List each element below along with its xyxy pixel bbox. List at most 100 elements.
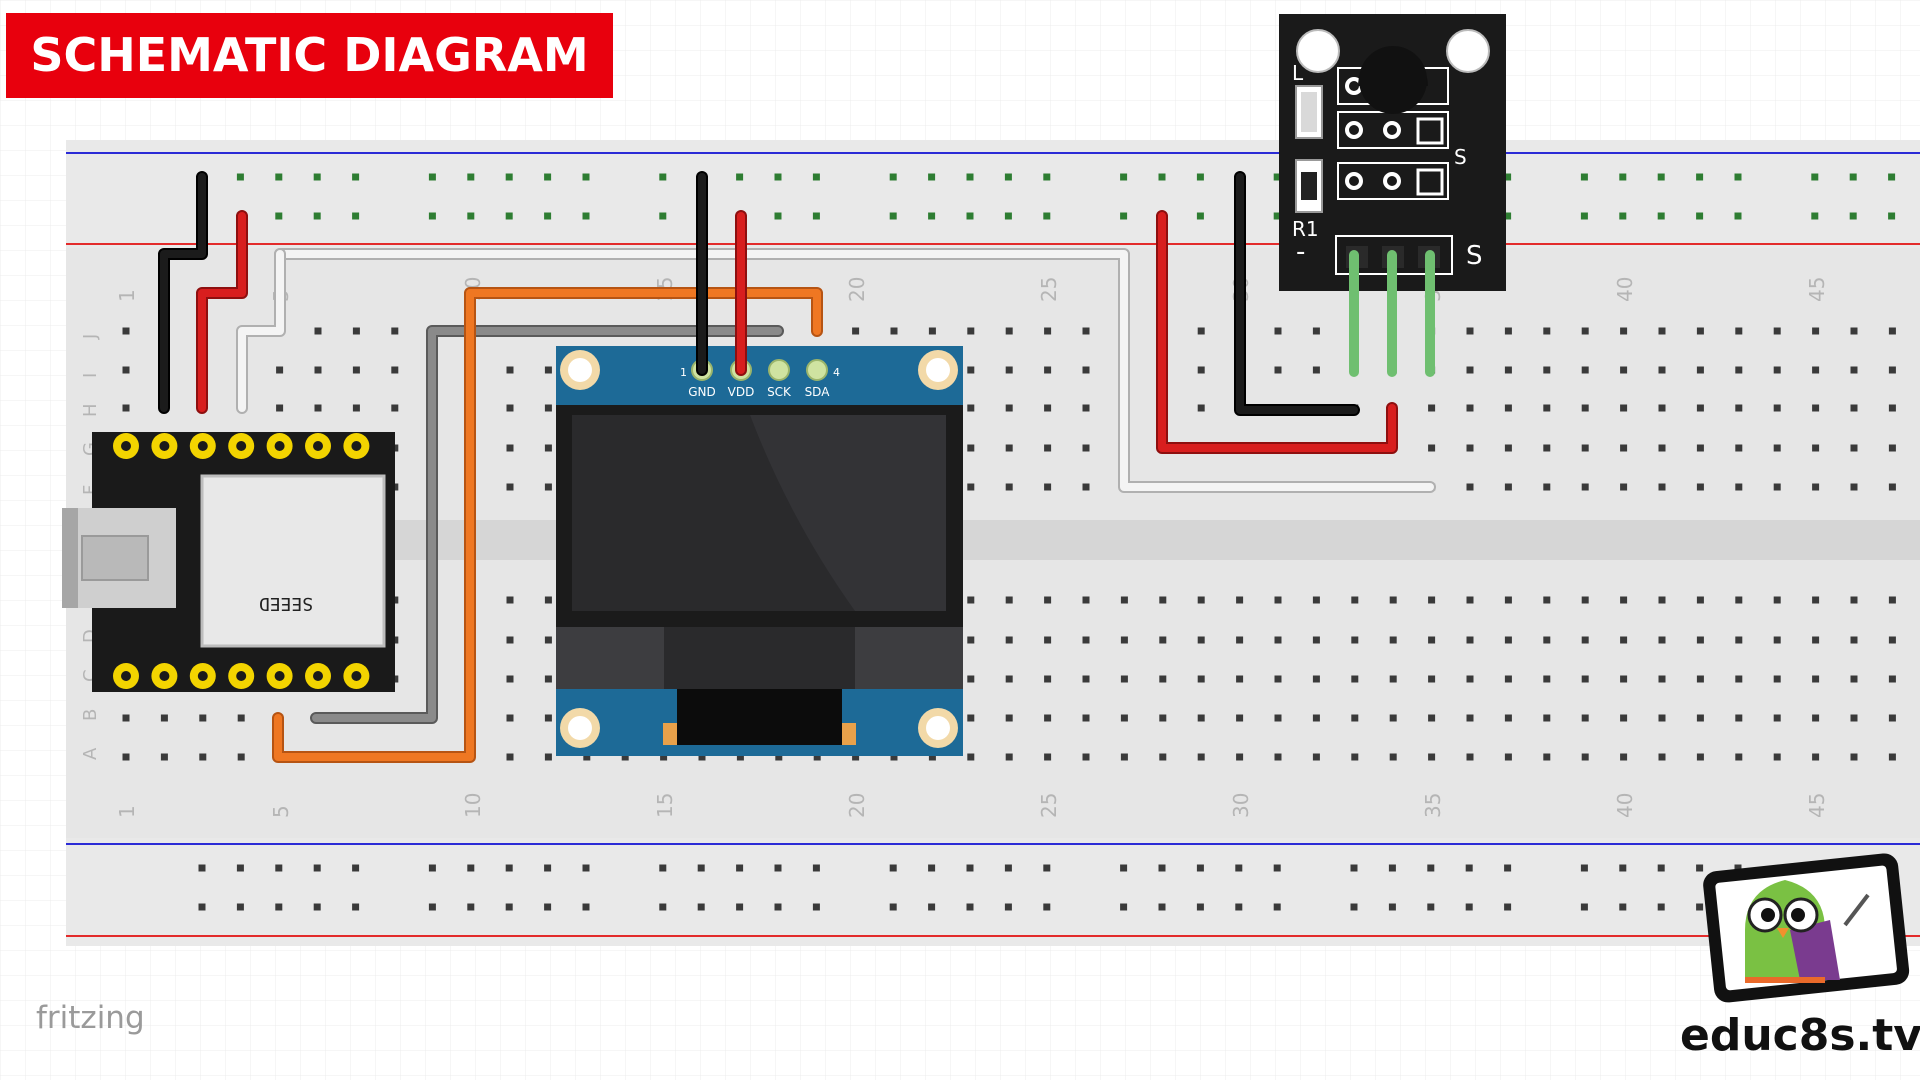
breadboard-hole <box>1812 675 1820 683</box>
breadboard-hole <box>1581 327 1589 335</box>
breadboard-hole <box>1082 366 1090 374</box>
rail-hole <box>313 212 321 220</box>
breadboard-hole <box>736 753 744 761</box>
wire-orange <box>274 289 821 761</box>
rail-hole <box>774 173 782 181</box>
rail-hole <box>1388 864 1396 872</box>
breadboard-hole <box>352 366 360 374</box>
breadboard-hole <box>1735 366 1743 374</box>
breadboard-hole <box>1543 753 1551 761</box>
breadboard-hole <box>1543 366 1551 374</box>
rail-hole <box>1811 173 1819 181</box>
rail-hole <box>889 864 897 872</box>
breadboard-hole <box>1312 714 1320 722</box>
breadboard-hole <box>852 327 860 335</box>
breadboard-hole <box>1696 714 1704 722</box>
rail-hole <box>1504 173 1512 181</box>
rail-hole <box>275 864 283 872</box>
rail-hole <box>236 173 244 181</box>
breadboard-hole <box>1428 444 1436 452</box>
breadboard-hole <box>1812 404 1820 412</box>
breadboard-hole <box>1005 714 1013 722</box>
breadboard-hole <box>1581 366 1589 374</box>
breadboard-hole <box>1773 483 1781 491</box>
breadboard-hole <box>1428 753 1436 761</box>
breadboard-hole <box>1312 327 1320 335</box>
rail-hole <box>1504 212 1512 220</box>
breadboard-hole <box>1082 636 1090 644</box>
rail-hole <box>544 212 552 220</box>
oled-flex-contact <box>663 723 677 745</box>
breadboard-hole <box>1005 675 1013 683</box>
breadboard-hole <box>698 753 706 761</box>
breadboard-hole <box>314 404 322 412</box>
sensor-label-s: S <box>1466 241 1483 271</box>
breadboard-hole <box>506 753 514 761</box>
breadboard-hole <box>813 753 821 761</box>
breadboard-hole <box>1044 404 1052 412</box>
rail-hole <box>582 173 590 181</box>
breadboard-hole <box>1236 596 1244 604</box>
column-label: 45 <box>1805 793 1829 818</box>
breadboard-hole <box>1812 753 1820 761</box>
rail-hole <box>1580 173 1588 181</box>
row-label: H <box>80 403 101 417</box>
rail-hole <box>1196 212 1204 220</box>
breadboard-hole <box>1581 444 1589 452</box>
mcu-pin-hole <box>313 441 323 451</box>
breadboard-hole <box>1351 636 1359 644</box>
rail-hole <box>313 864 321 872</box>
rail-hole <box>1273 212 1281 220</box>
breadboard-hole <box>1773 404 1781 412</box>
breadboard-hole <box>1312 636 1320 644</box>
column-label: 5 <box>269 805 293 818</box>
breadboard-hole <box>544 675 552 683</box>
breadboard-hole <box>1504 404 1512 412</box>
rail-hole <box>467 173 475 181</box>
breadboard-hole <box>1696 483 1704 491</box>
breadboard-hole <box>1620 675 1628 683</box>
breadboard-hole <box>352 404 360 412</box>
breadboard-hole <box>1274 714 1282 722</box>
breadboard-hole <box>1197 714 1205 722</box>
breadboard-hole <box>1581 596 1589 604</box>
oled-screen-glare <box>750 415 946 611</box>
breadboard-hole <box>160 714 168 722</box>
breadboard-hole <box>1696 366 1704 374</box>
breadboard-hole <box>1197 636 1205 644</box>
mcu-brand-label: SEEED <box>259 593 313 614</box>
rail-hole <box>697 864 705 872</box>
breadboard-hole <box>1428 596 1436 604</box>
rail-hole <box>1849 212 1857 220</box>
breadboard-hole <box>1773 366 1781 374</box>
breadboard-hole <box>1428 675 1436 683</box>
breadboard-hole <box>1466 444 1474 452</box>
breadboard-hole <box>1735 596 1743 604</box>
mcu-pin-hole <box>351 671 362 681</box>
owl-beak <box>1777 928 1789 938</box>
breadboard-hole <box>1197 404 1205 412</box>
column-label: 30 <box>1229 793 1253 818</box>
wire-white-mcu <box>238 250 284 412</box>
breadboard-hole <box>1812 596 1820 604</box>
mcu-pin-hole <box>274 671 285 681</box>
breadboard-hole <box>1735 753 1743 761</box>
breadboard-hole <box>1389 714 1397 722</box>
rail-hole <box>1158 173 1166 181</box>
rail-hole <box>1657 212 1665 220</box>
breadboard-hole <box>967 444 975 452</box>
breadboard-hole <box>583 753 591 761</box>
rail-hole <box>582 864 590 872</box>
breadboard-hole <box>1696 404 1704 412</box>
breadboard-hole <box>544 636 552 644</box>
breadboard-hole <box>1581 753 1589 761</box>
rail-hole <box>505 173 513 181</box>
breadboard-hole <box>506 404 514 412</box>
breadboard-hole <box>1543 714 1551 722</box>
breadboard-hole <box>1773 636 1781 644</box>
rail-hole <box>1196 173 1204 181</box>
breadboard-hole <box>1466 675 1474 683</box>
breadboard-hole <box>1236 753 1244 761</box>
breadboard-hole <box>1082 444 1090 452</box>
breadboard-hole <box>1850 753 1858 761</box>
